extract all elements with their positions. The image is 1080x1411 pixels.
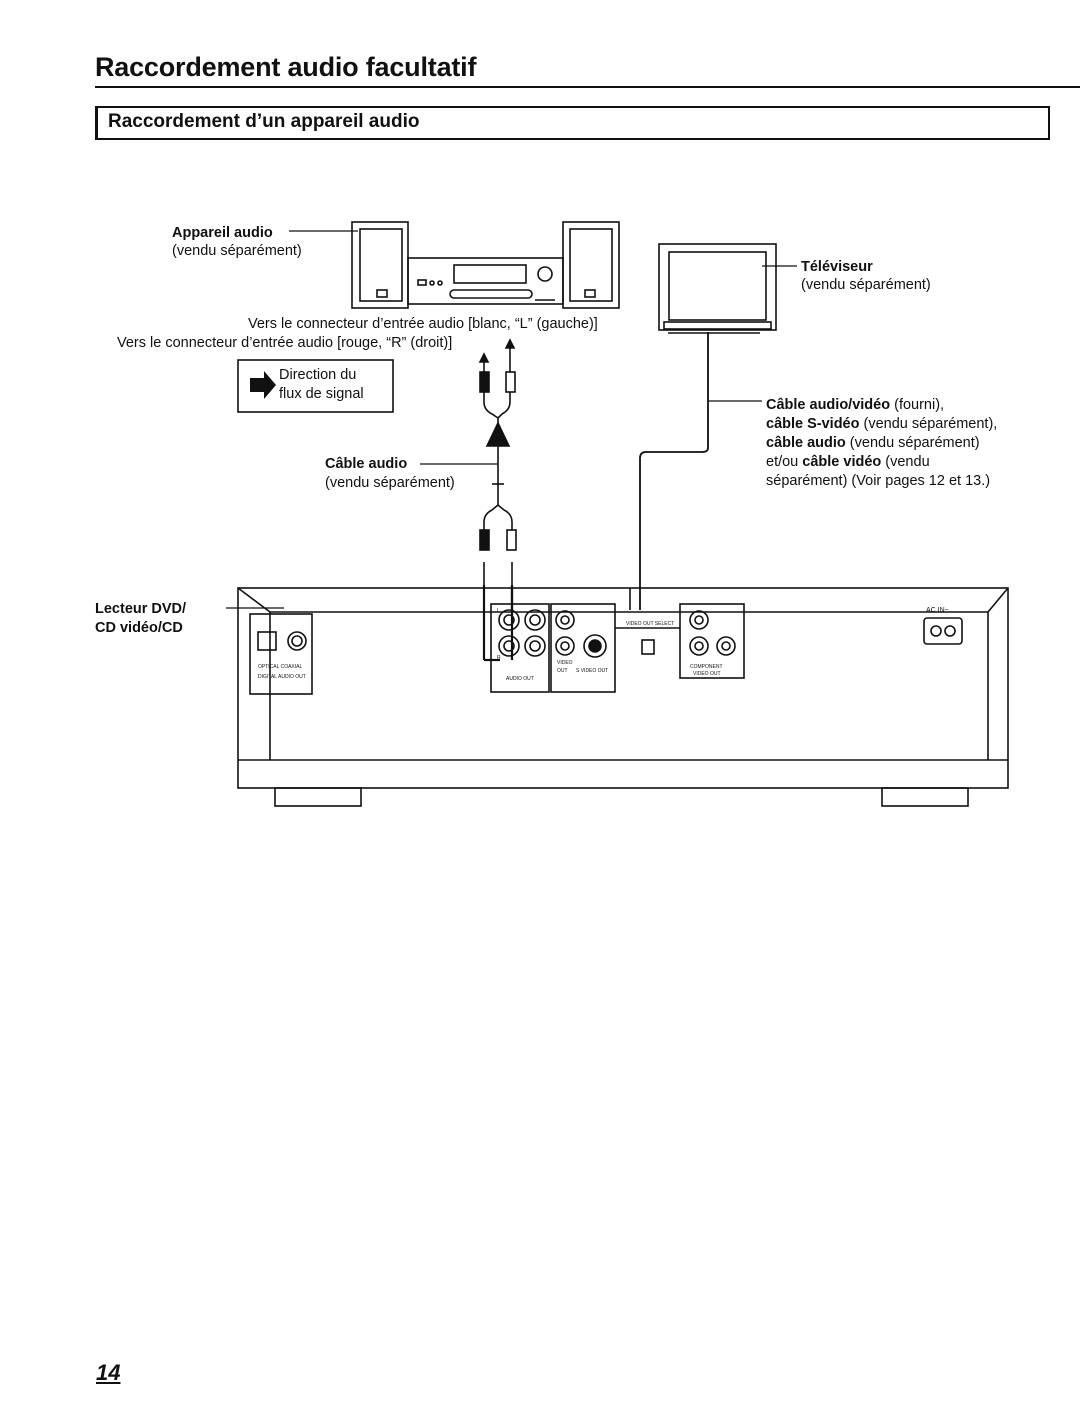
rca-plug-icon <box>479 371 516 393</box>
title-divider <box>95 86 1080 88</box>
dvd-player-label-1: Lecteur DVD/ <box>95 601 187 617</box>
speaker-left-icon <box>351 221 409 309</box>
av-cable-line3: câble audio (vendu séparément) <box>766 435 980 451</box>
av-cable-line5: séparément) (Voir pages 12 et 13.) <box>766 473 991 489</box>
audio-cable-sub: (vendu séparément) <box>325 475 455 491</box>
s-video-out-label: S VIDEO OUT <box>576 668 608 674</box>
rca-plug-icon <box>479 529 517 551</box>
svg-text:R: R <box>497 655 501 661</box>
audio-cable-label: Câble audio <box>325 456 408 472</box>
signal-direction-line2: flux de signal <box>279 386 364 402</box>
svg-text:L: L <box>497 608 500 614</box>
component-label: COMPONENT <box>690 664 723 670</box>
stereo-receiver-icon <box>407 257 564 305</box>
av-cable-line4: et/ou câble vidéo (vendu <box>766 454 930 470</box>
dvd-player-label-2: CD vidéo/CD <box>95 620 183 636</box>
tv-label: Téléviseur <box>801 259 873 275</box>
tv-sub: (vendu séparément) <box>801 277 931 293</box>
svg-text:OUT: OUT <box>557 668 568 674</box>
svg-text:OPTICAL COAXIAL: OPTICAL COAXIAL <box>258 664 302 670</box>
page-number: 14 <box>96 1360 121 1385</box>
svg-text:VIDEO OUT: VIDEO OUT <box>693 671 721 677</box>
section-frame <box>95 106 1050 140</box>
dvd-player-icon <box>226 587 1009 807</box>
video-out-select-label: VIDEO OUT SELECT <box>626 621 674 627</box>
page-title: Raccordement audio facultatif <box>95 52 477 82</box>
tv-icon <box>658 243 777 334</box>
signal-direction-box <box>237 359 394 413</box>
input-white-label: Vers le connecteur d’entrée audio [blanc… <box>248 316 598 332</box>
svg-text:DIGITAL AUDIO OUT: DIGITAL AUDIO OUT <box>258 674 306 680</box>
audio-device-sub: (vendu séparément) <box>172 243 302 259</box>
av-cable-line1: Câble audio/vidéo (fourni), <box>766 397 945 413</box>
section-title: Raccordement d’un appareil audio <box>108 111 420 132</box>
speaker-right-icon <box>562 221 620 309</box>
input-red-label: Vers le connecteur d’entrée audio [rouge… <box>117 335 453 351</box>
audio-out-label: AUDIO OUT <box>506 676 534 682</box>
arrow-right-icon <box>250 371 276 399</box>
av-cable-line2: câble S-vidéo (vendu séparément), <box>766 416 998 432</box>
audio-device-label: Appareil audio <box>172 225 273 241</box>
signal-direction-line1: Direction du <box>279 367 357 383</box>
video-out-label: VIDEO <box>557 660 573 666</box>
ac-in-label: AC IN~ <box>926 607 949 614</box>
